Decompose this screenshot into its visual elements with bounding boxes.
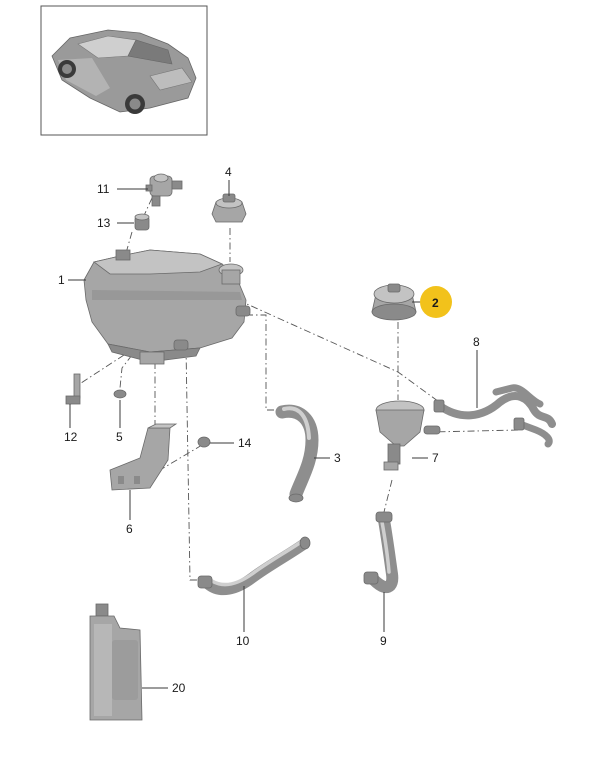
vehicle-thumbnail[interactable] <box>40 5 208 136</box>
callout-14[interactable]: 14 <box>238 436 252 450</box>
callout-11[interactable]: 11 <box>97 182 110 196</box>
callout-12[interactable]: 12 <box>64 430 78 444</box>
assembly-lines <box>77 197 519 581</box>
callout-13[interactable]: 13 <box>97 216 111 230</box>
part-6-bracket[interactable] <box>109 423 178 491</box>
highlight-marker <box>420 286 452 318</box>
part-2-filler-cap[interactable] <box>371 283 417 321</box>
part-3-hose[interactable] <box>275 404 319 503</box>
callout-4[interactable]: 4 <box>225 165 232 179</box>
callout-7[interactable]: 7 <box>432 451 439 465</box>
part-14-grommet[interactable] <box>197 436 211 448</box>
part-20-coolant-bottle[interactable] <box>89 603 143 721</box>
part-1-expansion-tank[interactable] <box>83 249 251 365</box>
callout-6[interactable]: 6 <box>126 522 133 536</box>
callout-3[interactable]: 3 <box>334 451 341 465</box>
callout-10[interactable]: 10 <box>236 634 250 648</box>
part-11-level-sensor[interactable] <box>145 173 183 207</box>
callout-8[interactable]: 8 <box>473 335 480 349</box>
callout-2[interactable]: 2 <box>432 296 439 310</box>
part-8-pipe-assembly[interactable] <box>433 384 556 448</box>
part-4-cap[interactable] <box>211 193 247 223</box>
part-5-grommet[interactable] <box>113 389 127 399</box>
part-9-hose[interactable] <box>363 511 399 594</box>
callout-20[interactable]: 20 <box>172 681 186 695</box>
part-7-filler-neck[interactable] <box>375 400 441 471</box>
callout-9[interactable]: 9 <box>380 634 387 648</box>
callout-1[interactable]: 1 <box>58 273 65 287</box>
part-12-sensor[interactable] <box>65 373 81 405</box>
callouts: 11 13 4 1 2 8 3 7 12 5 14 6 10 9 20 <box>58 165 480 695</box>
car-icon <box>51 29 197 114</box>
part-13-grommet[interactable] <box>134 213 150 231</box>
callout-5[interactable]: 5 <box>116 430 123 444</box>
leader-lines <box>68 180 478 689</box>
part-10-hose[interactable] <box>197 536 311 596</box>
